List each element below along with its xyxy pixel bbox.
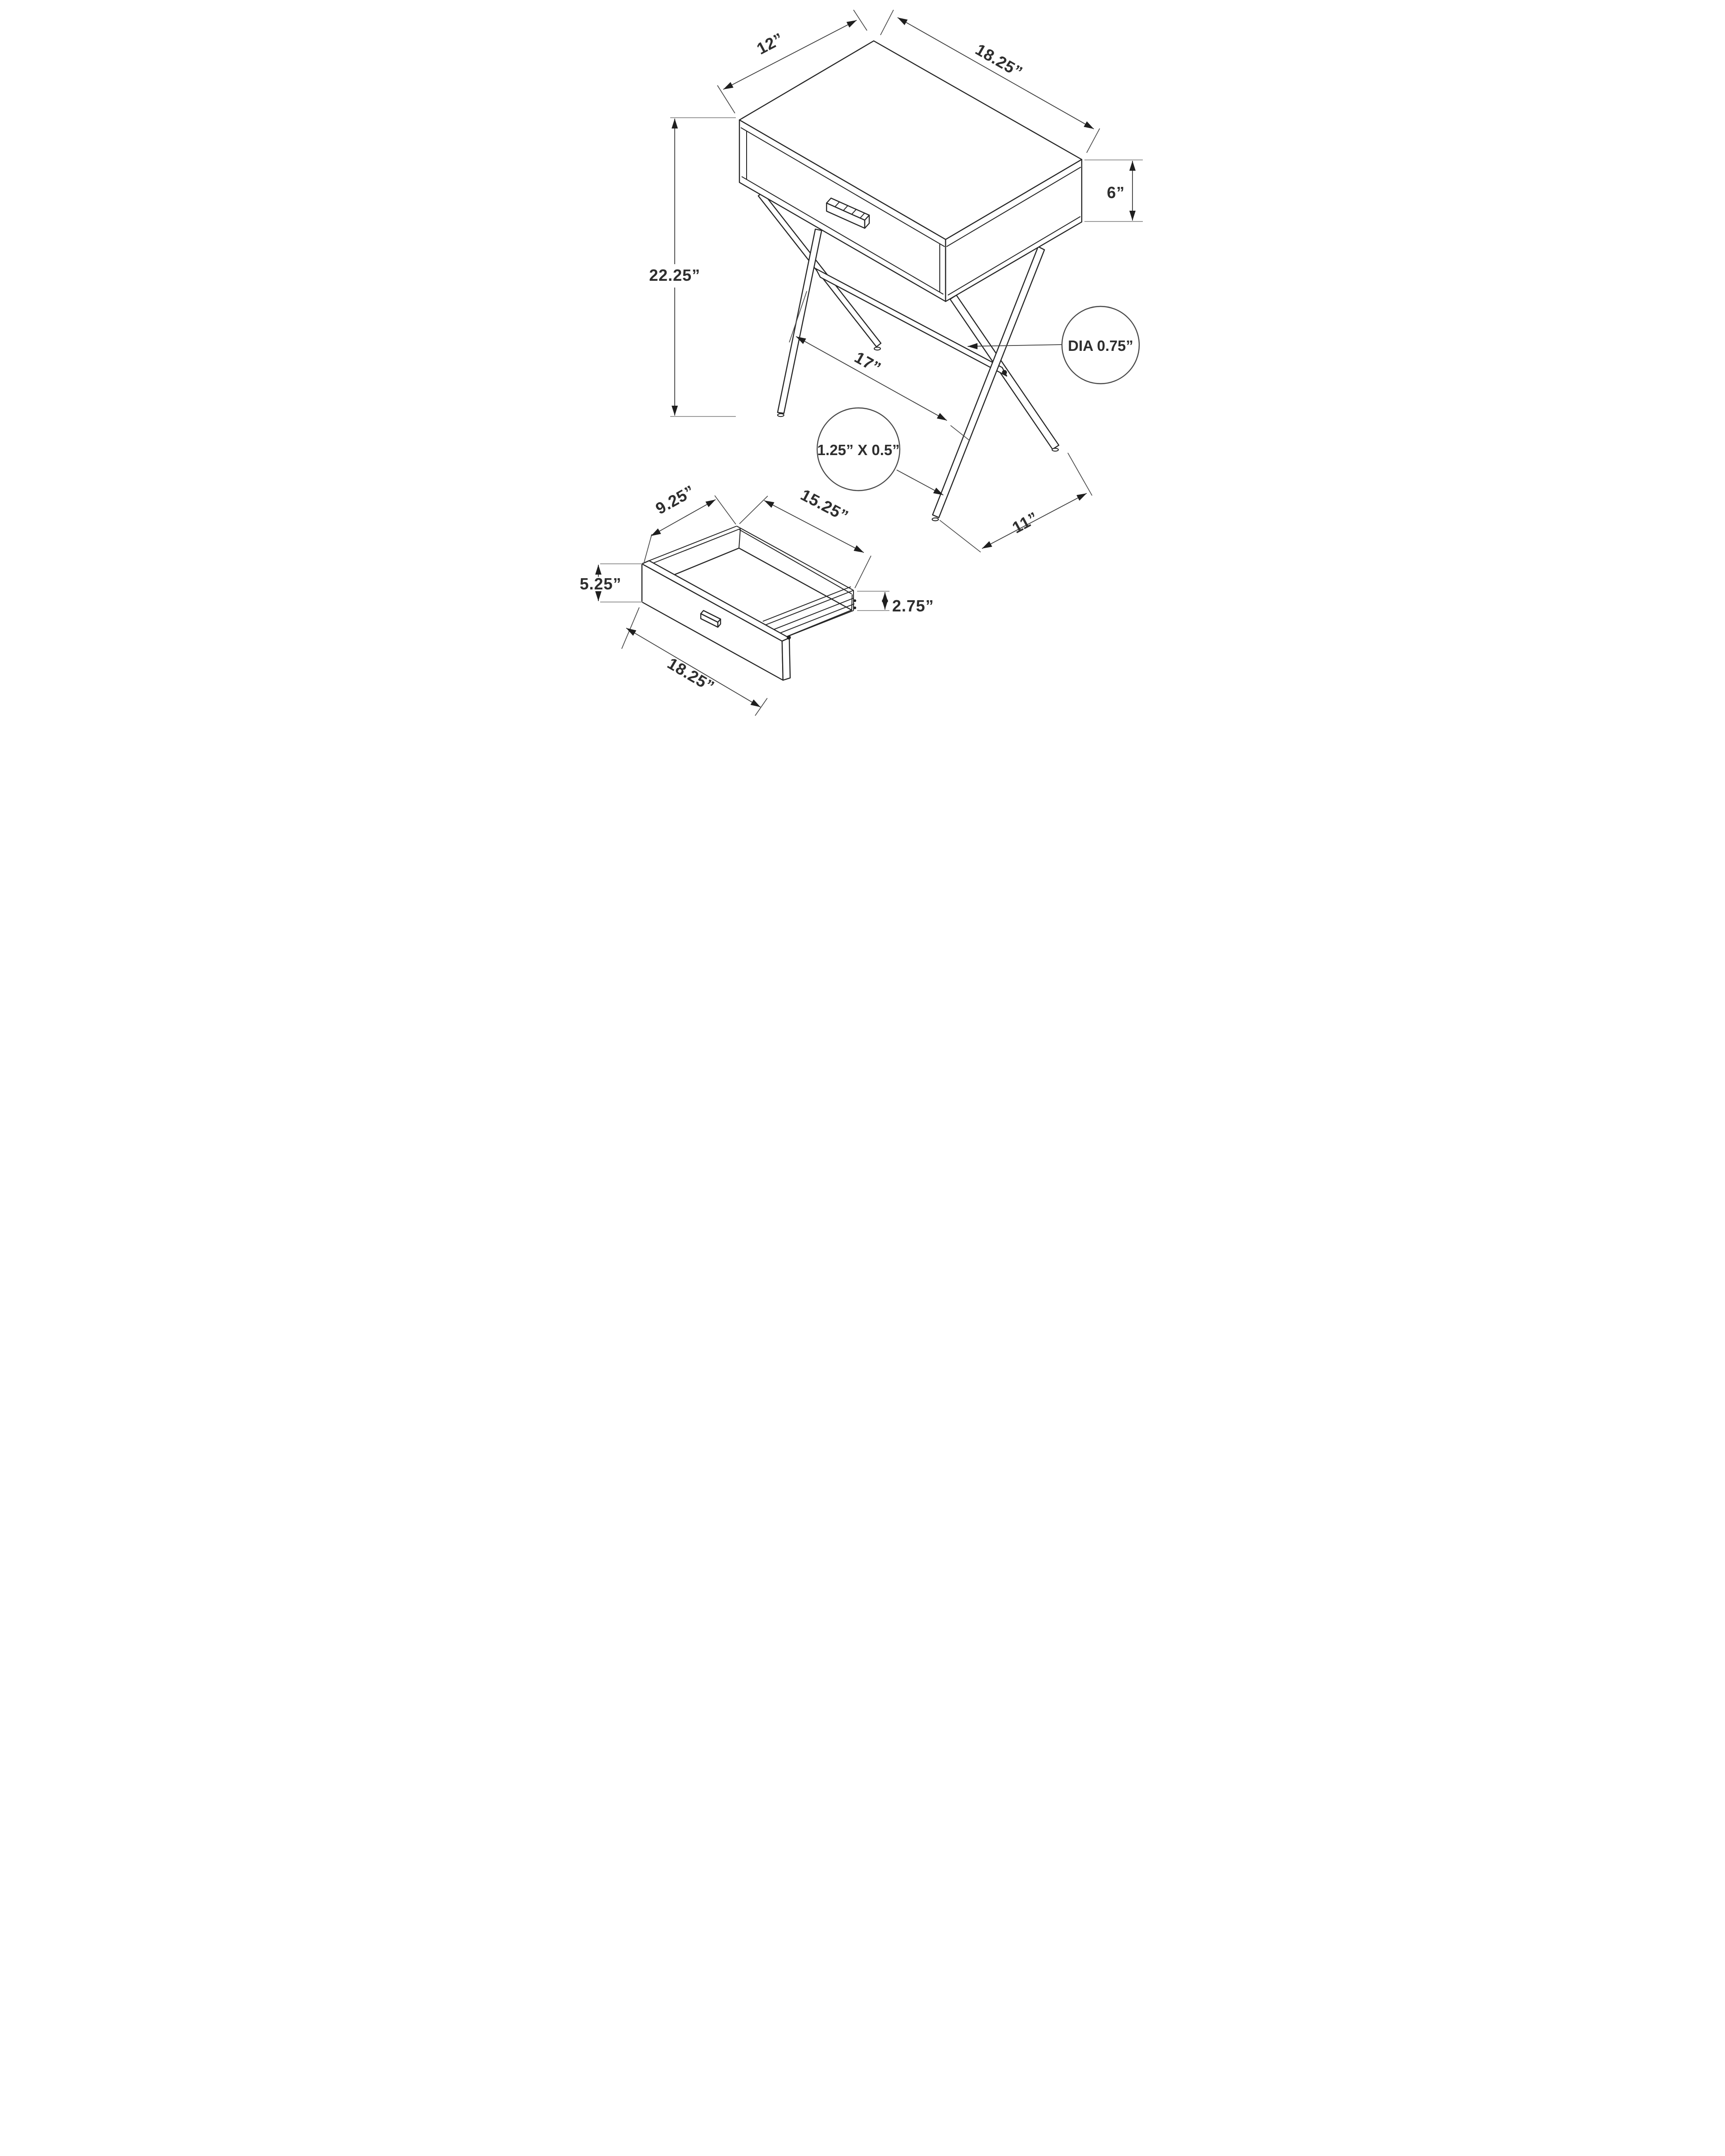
pivot-bolt bbox=[1002, 370, 1007, 375]
dim-drawer-inner-width-label: 15.25” bbox=[798, 485, 852, 525]
dim-leg-span-front-label: 17” bbox=[851, 348, 884, 377]
drawer-back-rail-inner bbox=[739, 529, 852, 594]
dim-overall-height-label: 22.25” bbox=[649, 266, 700, 284]
dim-leg-span-side: 11” bbox=[939, 452, 1092, 553]
dim-top-depth-label: 12” bbox=[754, 29, 787, 58]
dim-drawer-front-height-label: 5.25” bbox=[579, 575, 621, 593]
drawer-handle bbox=[826, 197, 870, 229]
drawer-right-rail-outer bbox=[765, 590, 854, 625]
technical-drawing: 12” 18.25” 6” 22.25” bbox=[579, 9, 1143, 716]
main-table-view: 12” 18.25” 6” 22.25” bbox=[649, 9, 1143, 553]
callout-leg-profile-circle bbox=[816, 407, 901, 491]
dim-drawer-front-width-label: 18.25” bbox=[664, 654, 718, 696]
foot-glide-left-rear bbox=[874, 346, 881, 351]
drawer-front-bottom-line bbox=[741, 176, 944, 295]
drawer-right-rail-inner bbox=[762, 586, 851, 622]
callout-leg-profile: 1.25” X 0.5” bbox=[816, 407, 944, 496]
x-leg-right-front-strut bbox=[932, 246, 1045, 518]
dim-drawer-depth-label: 9.25” bbox=[652, 481, 698, 518]
callout-crossbar-circle bbox=[1061, 305, 1140, 385]
screw-slide-back-lower bbox=[854, 607, 856, 609]
drawer-front-panel-end bbox=[781, 637, 791, 681]
top-lip-front-edge bbox=[740, 127, 945, 247]
dim-box-height: 6” bbox=[1084, 159, 1143, 222]
dim-drawer-side-height: 2.75” bbox=[857, 591, 934, 615]
dim-drawer-front-height: 5.25” bbox=[579, 563, 642, 602]
top-lip-right-edge bbox=[946, 167, 1081, 247]
handle-end bbox=[864, 214, 870, 229]
x-leg-left-front-strut bbox=[777, 228, 823, 414]
foot-glide-right-rear bbox=[1052, 447, 1059, 452]
dim-overall-height: 22.25” bbox=[649, 117, 736, 417]
bottom-panel-right-line bbox=[947, 216, 1081, 296]
drawing-page: 12” 18.25” 6” 22.25” bbox=[575, 0, 1150, 719]
dim-box-height-label: 6” bbox=[1107, 183, 1125, 202]
dim-drawer-side-height-label: 2.75” bbox=[892, 597, 934, 615]
dim-drawer-depth: 9.25” bbox=[644, 481, 736, 562]
drawer-detail-view: 9.25” 15.25” 5.25” 2.75” bbox=[579, 481, 934, 716]
dim-drawer-inner-width: 15.25” bbox=[739, 485, 871, 589]
drawer-left-rail-inner bbox=[653, 528, 742, 563]
cross-stretcher-bar bbox=[815, 268, 1008, 377]
callout-crossbar-label: DIA 0.75” bbox=[1068, 337, 1133, 354]
drawer-back-rail-outer bbox=[736, 526, 854, 591]
callout-crossbar-diameter: DIA 0.75” bbox=[967, 305, 1140, 385]
screw-slide-front bbox=[787, 635, 791, 640]
drawer-left-rail-outer bbox=[649, 526, 737, 561]
dim-leg-span-side-label: 11” bbox=[1009, 508, 1041, 537]
foot-glide-left-front bbox=[777, 413, 784, 417]
callout-leg-profile-label: 1.25” X 0.5” bbox=[817, 442, 899, 458]
table-right-face bbox=[945, 159, 1083, 302]
foot-glide-right-front bbox=[932, 517, 939, 522]
screw-slide-back-upper bbox=[854, 599, 856, 602]
drawer-detail-handle bbox=[700, 610, 721, 628]
